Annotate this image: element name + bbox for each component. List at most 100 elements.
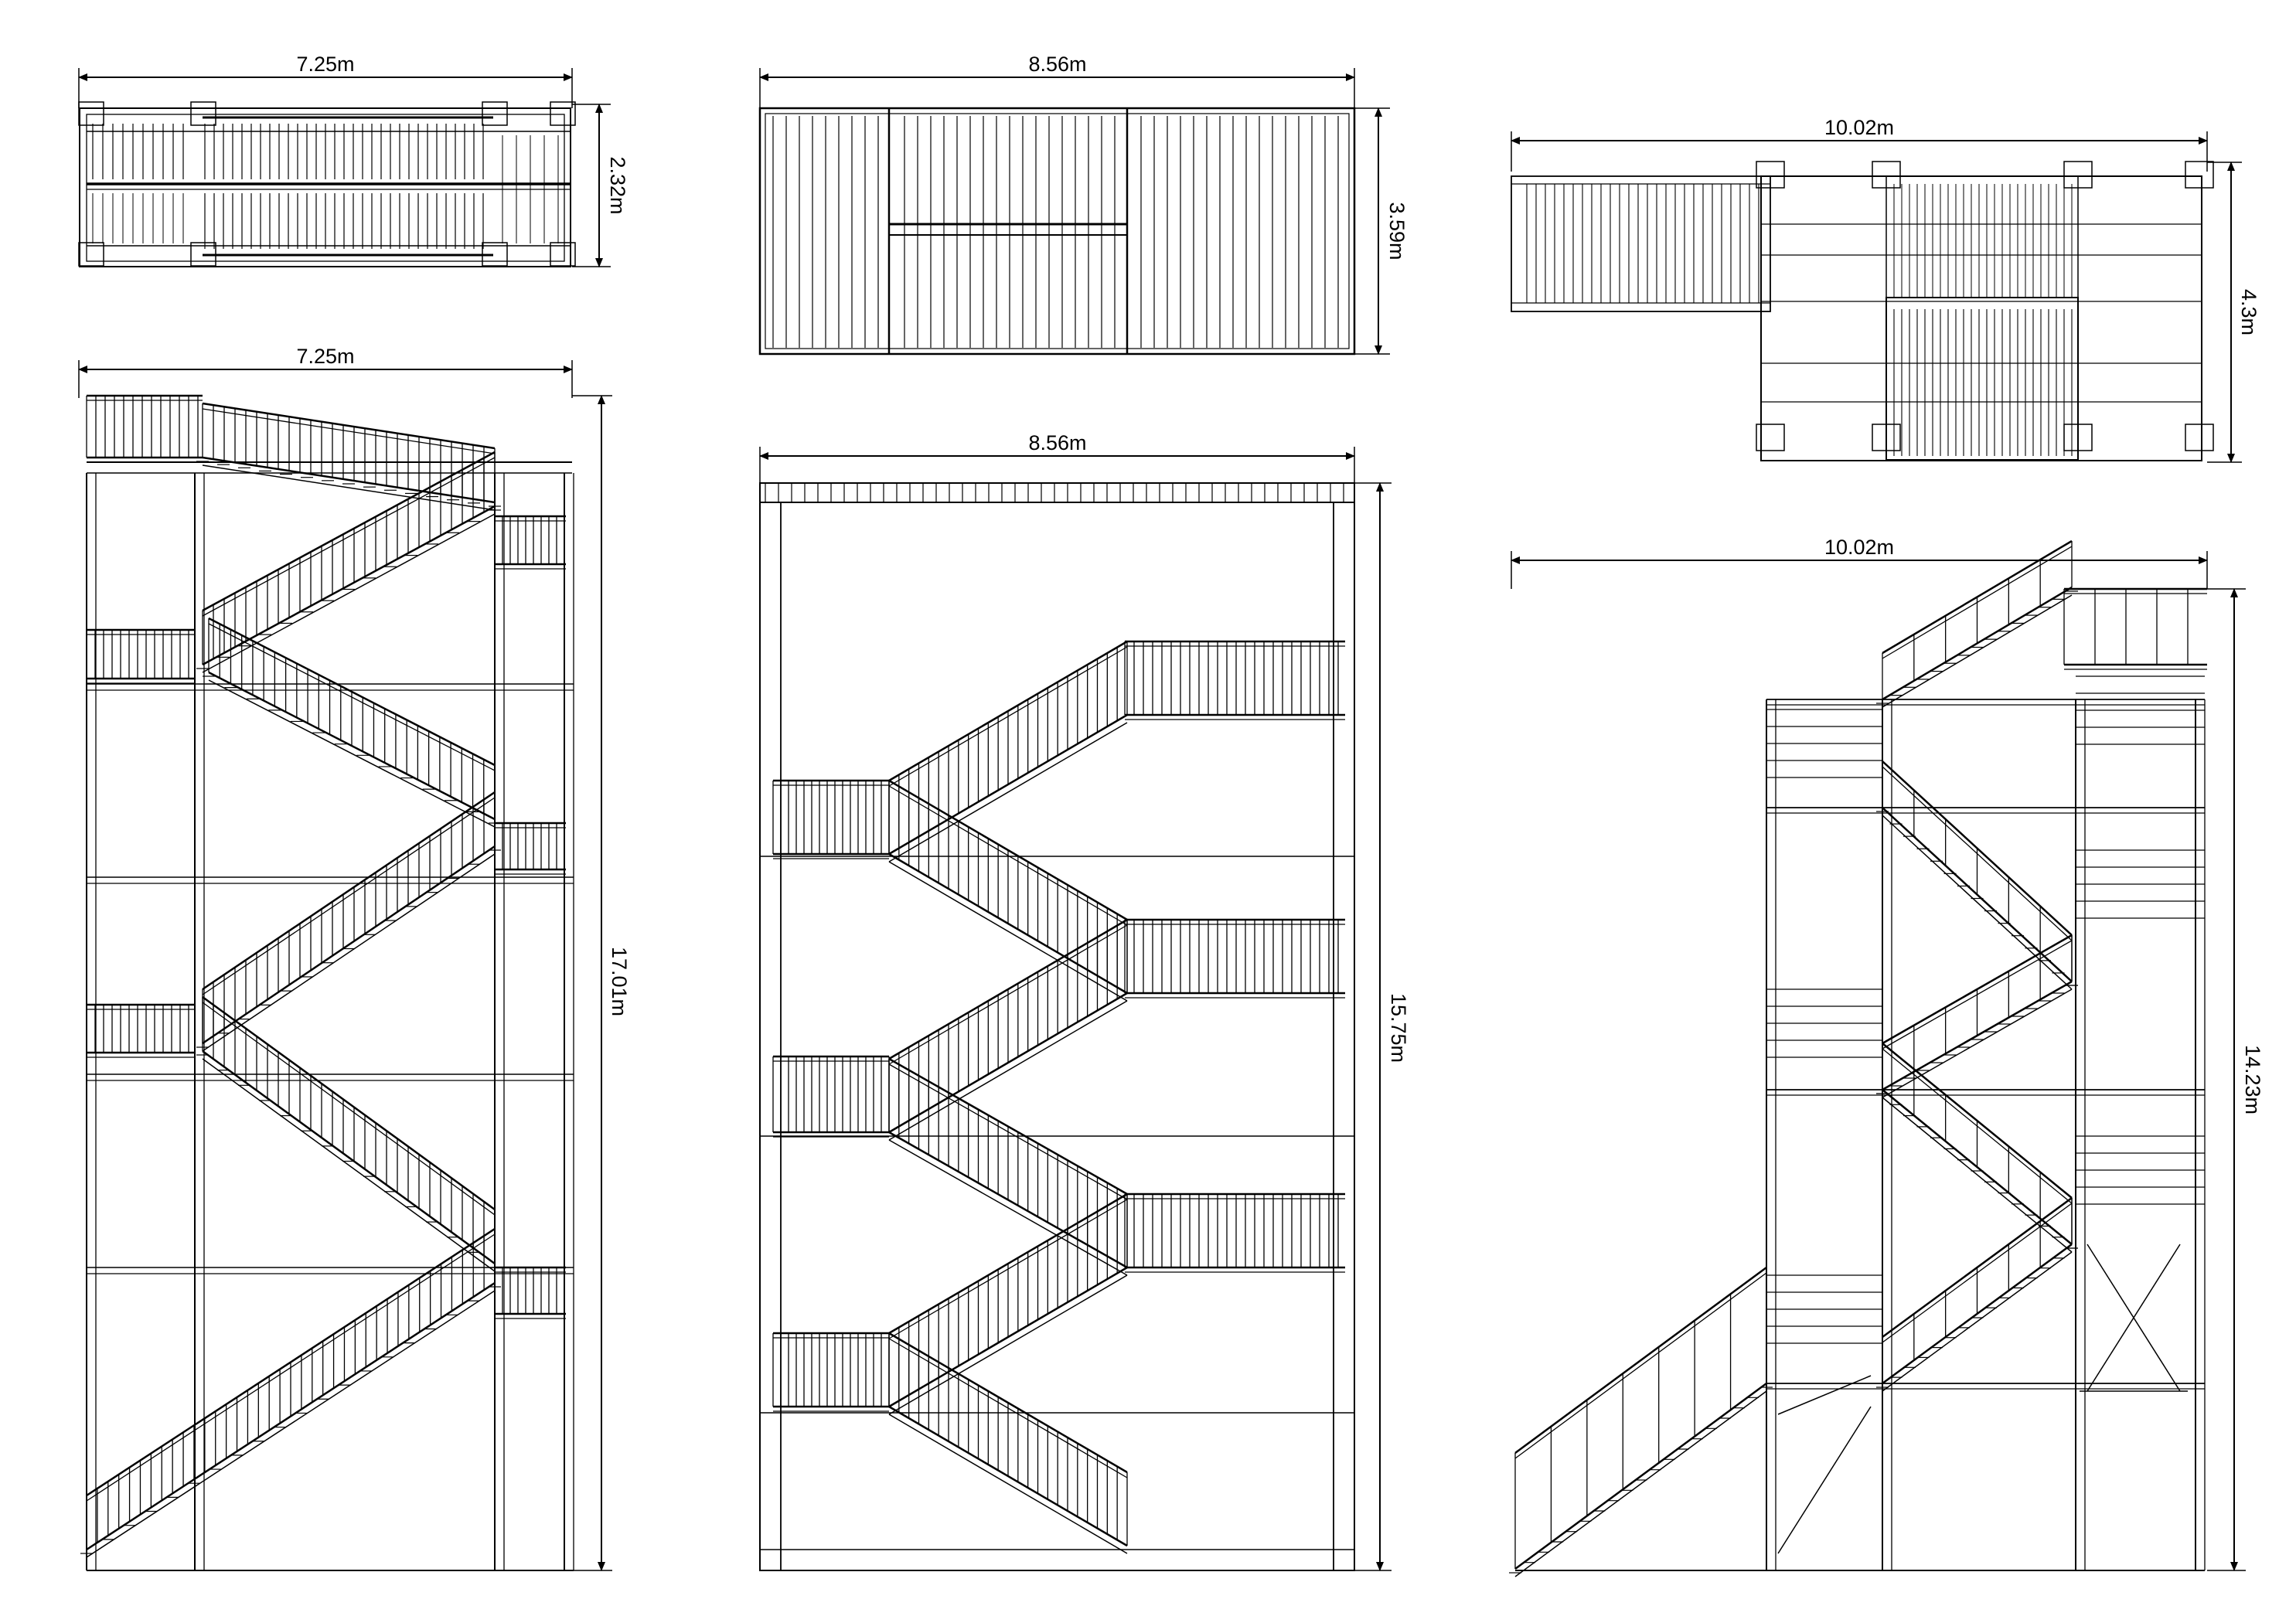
plan-view-c: 10.02m 4.3m	[1511, 116, 2260, 463]
dimension-label: 2.32m	[606, 156, 629, 214]
column-base	[2185, 424, 2214, 451]
column-base	[1872, 424, 1901, 451]
stringer	[202, 1058, 496, 1272]
handrail	[202, 791, 496, 991]
dimension-width-plan-c: 10.02m	[1511, 116, 2208, 172]
dimension-label: 4.3m	[2237, 289, 2260, 335]
handrail	[202, 995, 496, 1211]
dimension-label: 10.02m	[1824, 116, 1894, 139]
column-base	[482, 101, 508, 126]
landing-railing	[772, 779, 890, 859]
stair-flight	[80, 1227, 501, 1558]
dimension-width-plan-a: 7.25m	[78, 53, 573, 108]
stair-flight	[203, 617, 501, 828]
column-base	[2185, 161, 2214, 189]
brace	[2086, 1244, 2181, 1392]
handrail	[202, 408, 496, 454]
plan-view-b: 8.56m 3.59m	[758, 53, 1409, 356]
platform-outline	[1760, 175, 2202, 461]
stair-flight	[196, 451, 501, 673]
stringer	[202, 464, 496, 511]
platform-outline	[86, 114, 565, 262]
stair-flight	[1876, 539, 2078, 708]
stair-flight	[888, 640, 1128, 863]
handrail	[1514, 1272, 1767, 1459]
stair-flight	[1876, 934, 2078, 1098]
landing-railing	[772, 1332, 890, 1412]
landing-railing	[2063, 587, 2207, 670]
dimension-width-elev-a: 7.25m	[78, 345, 573, 398]
stringer	[202, 853, 496, 1052]
dimension-label: 3.59m	[1385, 202, 1409, 260]
dimension-height-plan-b: 3.59m	[1354, 107, 1409, 355]
dimension-width-elev-c: 10.02m	[1511, 536, 2208, 589]
dimension-label: 8.56m	[1028, 431, 1086, 454]
elevation-view-b: 8.56m 15.75m	[759, 431, 1410, 1571]
dimension-label: 17.01m	[608, 947, 631, 1016]
column-base	[1872, 161, 1901, 189]
stringer	[208, 679, 496, 828]
column-base	[550, 242, 576, 267]
column-base	[1756, 161, 1785, 189]
stringer	[86, 1290, 496, 1558]
elevation-view-a: 7.25m 17.01m	[78, 345, 631, 1571]
dimension-height-plan-c: 4.3m	[2207, 162, 2260, 463]
stair-flight	[888, 1332, 1128, 1554]
stair-flight	[196, 402, 501, 511]
landing-railing	[1124, 1193, 1345, 1273]
column-base	[78, 242, 104, 267]
platform-outline	[1511, 175, 1771, 312]
handrail	[202, 797, 496, 995]
stringer	[202, 845, 496, 1045]
column-base	[1756, 424, 1785, 451]
column-base	[190, 101, 216, 126]
dimension-height-elev-a: 17.01m	[572, 395, 631, 1571]
platform-outline	[758, 107, 1356, 356]
dimension-height-elev-c: 14.23m	[2207, 588, 2264, 1571]
brace	[1777, 1375, 1872, 1415]
landing-railing	[494, 515, 566, 570]
stair-flight	[196, 995, 501, 1272]
platform-outline	[79, 107, 571, 267]
stringer	[202, 456, 496, 504]
handrail	[202, 1002, 496, 1216]
dimension-width-elev-b: 8.56m	[759, 431, 1355, 483]
stair-flight	[888, 918, 1128, 1141]
landing-railing	[1124, 640, 1345, 720]
dimension-height-plan-a: 2.32m	[572, 104, 629, 267]
brace	[1777, 1406, 1872, 1554]
landing-railing	[1124, 918, 1345, 999]
stair-flight	[888, 1193, 1128, 1415]
stringer	[888, 1414, 1128, 1554]
column-base	[482, 242, 508, 267]
stringer	[202, 505, 496, 666]
landing-railing	[494, 822, 566, 875]
dimension-width-plan-b: 8.56m	[759, 53, 1355, 108]
stringer	[1514, 1390, 1767, 1577]
stair-flight	[1876, 760, 2078, 990]
dimension-label: 7.25m	[296, 53, 354, 76]
column-base	[190, 242, 216, 267]
dimension-label: 10.02m	[1824, 536, 1894, 559]
handrail	[202, 402, 496, 450]
dimension-label: 14.23m	[2241, 1045, 2264, 1114]
landing-railing	[494, 1266, 566, 1319]
landing-railing	[772, 1055, 890, 1138]
stair-flight	[1509, 1266, 1773, 1577]
landing-railing	[86, 1003, 195, 1058]
column-base	[2063, 161, 2093, 189]
column-base	[550, 101, 576, 126]
column-base	[2063, 424, 2093, 451]
platform-outline	[765, 113, 1350, 349]
stair-flight	[1876, 1196, 2078, 1392]
stair-flight	[196, 791, 501, 1052]
stair-flight	[888, 1057, 1128, 1276]
dimension-label: 15.75m	[1387, 993, 1410, 1063]
stringer	[1514, 1382, 1767, 1570]
stringer	[1882, 815, 2073, 990]
dimension-height-elev-b: 15.75m	[1354, 482, 1410, 1571]
landing-railing	[86, 394, 203, 463]
elevation-view-c: 10.02m 14.23m	[1509, 536, 2264, 1577]
landing-railing	[86, 628, 195, 684]
